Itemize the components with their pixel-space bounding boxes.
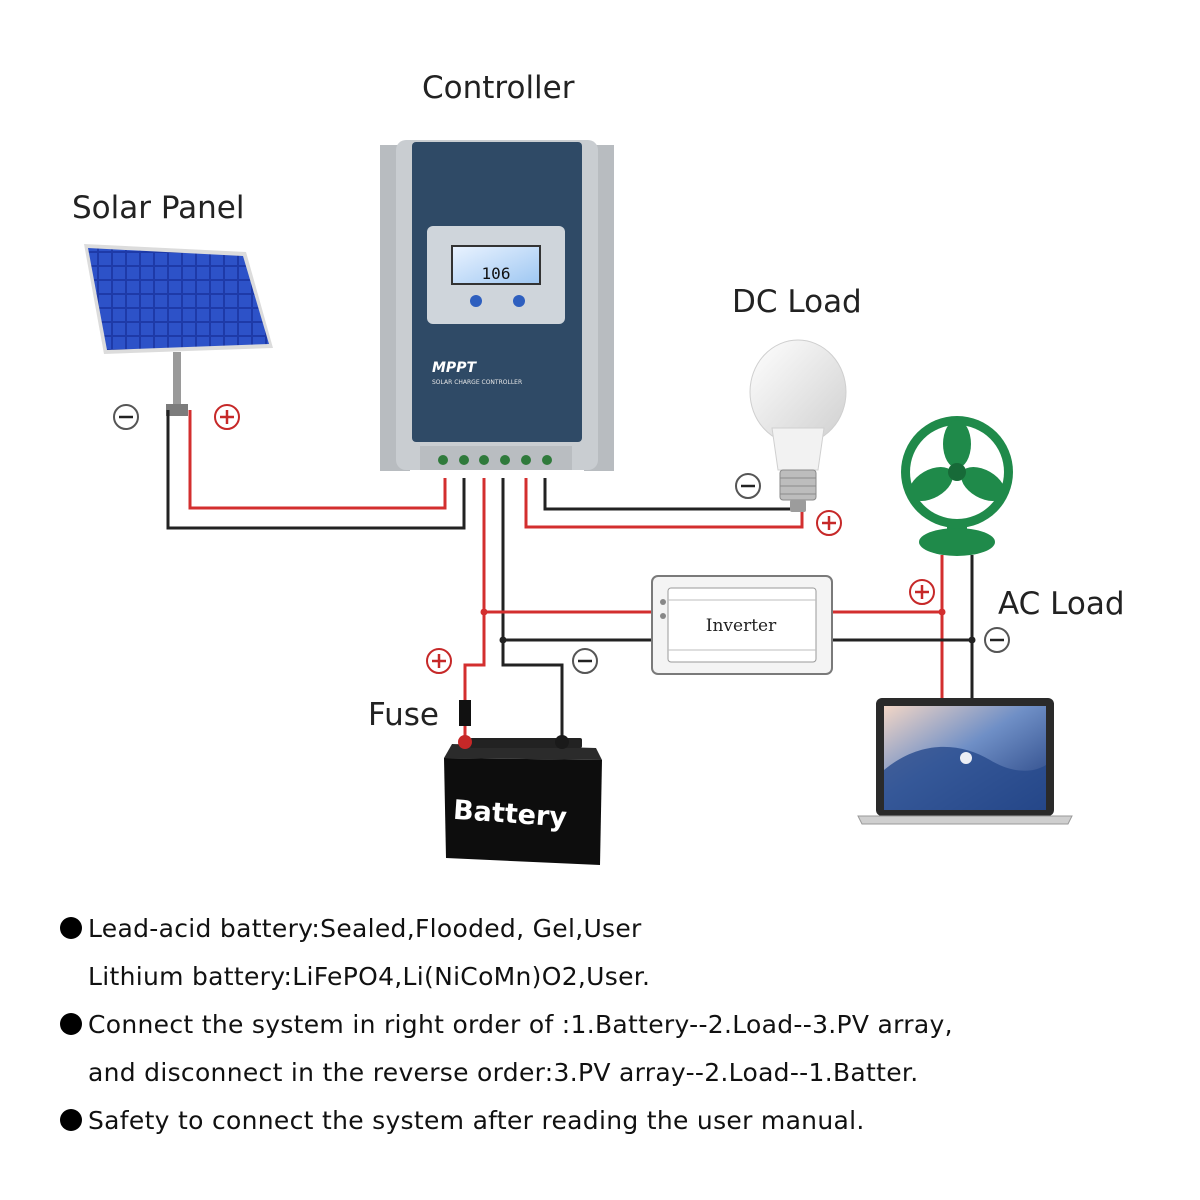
controller-mppt-text: MPPT: [432, 360, 477, 376]
battery-wires: [463, 478, 652, 740]
battery: Battery: [444, 735, 602, 865]
solar-panel-mount: [166, 404, 188, 416]
ac-negative-wire: [832, 638, 974, 698]
bulb-neck: [771, 427, 825, 471]
battery-terminal-negative: [555, 735, 569, 749]
bulb-base: [779, 469, 817, 501]
battery-cap: [470, 738, 582, 748]
solar-negative-wire: [166, 410, 466, 530]
inverter-inner: [667, 587, 817, 663]
inverter-port: [660, 599, 666, 605]
note-disconnect-order: and disconnect in the reverse order:3.PV…: [60, 1049, 1160, 1097]
terminal-1: [438, 455, 448, 465]
laptop-wave: [884, 746, 1046, 810]
polarity-markers: [113, 404, 1010, 674]
junction-dot: [938, 608, 946, 616]
controller-subtitle: SOLAR CHARGE CONTROLLER: [432, 379, 522, 386]
solar-panel-label: Solar Panel: [72, 190, 245, 226]
fan-blade: [909, 466, 953, 502]
controller-button-left: [470, 295, 482, 307]
inverter-label: Inverter: [706, 616, 777, 636]
note-line-2: Lithium battery:LiFePO4,Li(NiCoMn)O2,Use…: [88, 962, 651, 991]
fan-blade: [943, 420, 971, 468]
solar-panel: [84, 244, 273, 416]
light-bulb: [749, 339, 847, 512]
terminal-2: [459, 455, 469, 465]
fuse-body: [459, 700, 471, 726]
laptop-base: [857, 815, 1073, 825]
apple-logo-icon: [960, 752, 972, 764]
bullet-icon: [60, 1013, 82, 1035]
junction-dot: [480, 608, 488, 616]
note-line-1: Lead-acid battery:Sealed,Flooded, Gel,Us…: [88, 914, 642, 943]
bullet-icon: [60, 917, 82, 939]
inverter-port: [660, 613, 666, 619]
dc-load-wires: [524, 478, 804, 529]
solar-panel-pole: [173, 352, 181, 408]
wiring-diagram: 106 MPPT SOLAR CHARGE CONTROLLER: [84, 140, 1073, 865]
fuse-label: Fuse: [368, 697, 440, 733]
junction-dot: [499, 636, 507, 644]
fan-base: [919, 528, 995, 556]
battery-terminal-positive: [458, 735, 472, 749]
note-line-4: and disconnect in the reverse order:3.PV…: [88, 1058, 919, 1087]
battery-negative-wire: [501, 478, 564, 740]
controller: 106 MPPT SOLAR CHARGE CONTROLLER: [380, 140, 614, 471]
solar-positive-wire: [188, 410, 447, 510]
notes: Lead-acid battery:Sealed,Flooded, Gel,Us…: [60, 905, 1160, 1145]
bullet-icon: [60, 1109, 82, 1131]
note-line-3: Connect the system in right order of :1.…: [88, 1010, 953, 1039]
note-line-5: Safety to connect the system after readi…: [88, 1106, 865, 1135]
bulb-tip: [790, 500, 806, 512]
dc-load-positive-wire: [524, 478, 804, 529]
terminal-3: [479, 455, 489, 465]
terminal-6: [542, 455, 552, 465]
dc-load-negative-wire: [543, 478, 790, 511]
note-battery-types: Lead-acid battery:Sealed,Flooded, Gel,Us…: [60, 905, 1160, 953]
terminal-4: [500, 455, 510, 465]
battery-body: [444, 758, 602, 865]
fan: [901, 416, 1013, 556]
note-connect-order: Connect the system in right order of :1.…: [60, 1001, 1160, 1049]
controller-lcd-value: 106: [482, 264, 511, 283]
controller-label: Controller: [422, 70, 575, 106]
ac-positive-wire: [832, 610, 944, 698]
fan-blade: [961, 466, 1005, 502]
note-lithium: Lithium battery:LiFePO4,Li(NiCoMn)O2,Use…: [60, 953, 1160, 1001]
fuse: [459, 700, 471, 726]
laptop: [857, 698, 1073, 825]
ac-load-label: AC Load: [998, 586, 1125, 622]
controller-lcd: [451, 245, 541, 285]
solar-panel-cells: [88, 248, 269, 350]
solar-wires: [166, 410, 466, 530]
terminal-5: [521, 455, 531, 465]
ac-load-wires: [832, 555, 974, 698]
controller-button-right: [513, 295, 525, 307]
note-safety: Safety to connect the system after readi…: [60, 1097, 1160, 1145]
fan-hub: [948, 463, 966, 481]
inverter: Inverter: [651, 575, 833, 675]
junction-dot: [968, 636, 976, 644]
dc-load-label: DC Load: [732, 284, 862, 320]
